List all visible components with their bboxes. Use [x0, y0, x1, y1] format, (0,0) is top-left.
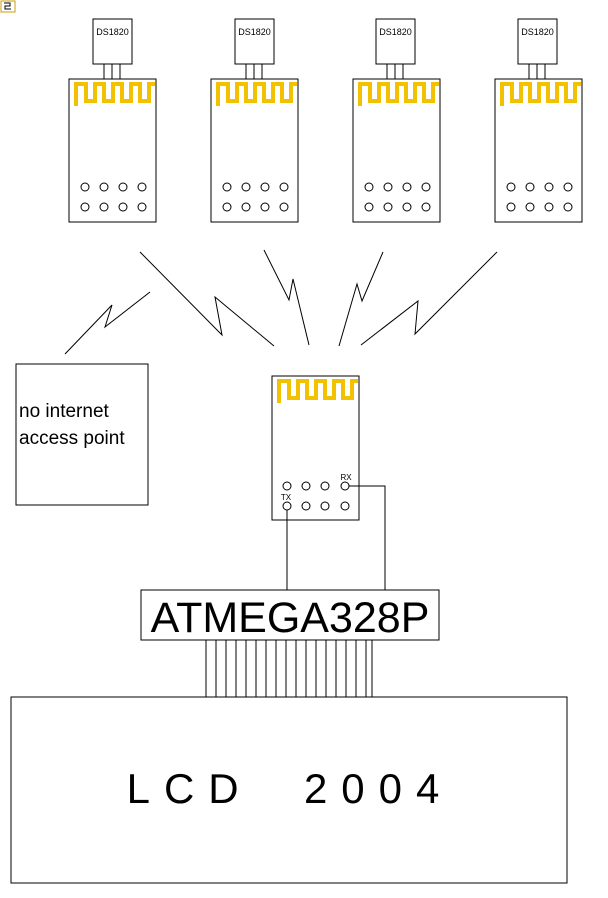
access-point-label-line2: access point	[19, 428, 125, 449]
mcu: ATMEGA328P	[140, 589, 440, 642]
lcd-data-bus	[205, 640, 373, 697]
hub-wifi-module: RX TX	[271, 375, 360, 521]
antenna-trace-icon	[216, 82, 297, 106]
ds1820-sensor-3	[375, 18, 416, 65]
ds1820-label-1: DS1820	[96, 27, 129, 37]
ds1820-label-3: DS1820	[379, 27, 412, 37]
ds1820-label-4: DS1820	[521, 27, 554, 37]
sensor-node-4: DS1820	[494, 18, 583, 223]
ds1820-sensor-4	[517, 18, 558, 65]
access-point: no internet access point	[15, 363, 149, 506]
ds1820-label-2: DS1820	[238, 27, 271, 37]
serial-wires	[286, 485, 386, 590]
wireless-link-icon	[360, 251, 498, 346]
wireless-link-icon	[64, 291, 151, 355]
corner-anchor-icon	[0, 0, 16, 13]
antenna-trace-icon	[277, 379, 358, 403]
wireless-link-icon	[263, 249, 310, 346]
pin-header	[282, 481, 350, 511]
mcu-label: ATMEGA328P	[151, 594, 430, 642]
wireless-link-icon	[139, 251, 275, 347]
antenna-trace-icon	[500, 82, 581, 106]
sensor-node-2: DS1820	[210, 18, 299, 223]
pin-header	[364, 182, 431, 212]
antenna-trace-icon	[358, 82, 439, 106]
wireless-links	[64, 249, 498, 355]
pin-header	[80, 182, 147, 212]
ds1820-sensor-2	[234, 18, 275, 65]
tx-pin-label: TX	[281, 493, 292, 502]
sensor-node-3: DS1820	[352, 18, 441, 223]
ds1820-sensor-1	[92, 18, 133, 65]
access-point-box	[15, 363, 149, 506]
pin-header	[222, 182, 289, 212]
rx-pin-label: RX	[340, 473, 352, 482]
pin-header	[506, 182, 573, 212]
rx-wire	[349, 485, 386, 590]
lcd-display: LCD 2004	[10, 696, 568, 884]
access-point-label-line1: no internet	[19, 401, 110, 422]
wireless-link-icon	[338, 251, 384, 347]
lcd-box	[10, 696, 568, 884]
sensor-node-1: DS1820	[68, 18, 157, 223]
mcu-box	[140, 589, 440, 641]
antenna-trace-icon	[74, 82, 155, 106]
lcd-label: LCD 2004	[127, 765, 454, 812]
